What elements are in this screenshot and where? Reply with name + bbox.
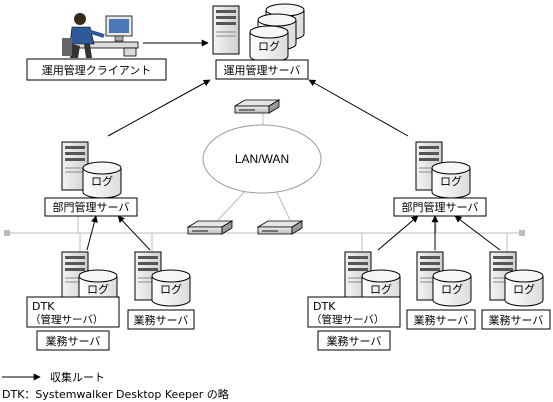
dtk-left-label-line1: DTK (32, 300, 55, 313)
lan-wan-cloud: LAN/WAN (202, 124, 322, 194)
biz-right1-label-box (406, 309, 476, 330)
user-body-icon (69, 26, 95, 45)
dtk-right-log-label: ログ (370, 282, 392, 296)
biz-left-label: 業務サーバ (134, 313, 189, 327)
dtk-right-label-line2: （管理サーバ） (311, 313, 384, 326)
client-label-box (26, 58, 167, 81)
lan-bus-end-left (4, 230, 10, 236)
dept-server-right: ログ (415, 141, 471, 199)
legend-collect-route: 収集ルート (50, 370, 105, 384)
biz-left-label-box (127, 309, 195, 330)
arrow-left-dtk-to-dept (86, 215, 98, 251)
dtk-left-log-label: ログ (87, 282, 109, 296)
dtk-left-label-box (26, 296, 120, 328)
arrow-left-dept-to-top (107, 79, 211, 137)
dtk-server-right: ログ (344, 251, 401, 307)
dept-right-log-label: ログ (440, 174, 462, 188)
dept-left-log-label: ログ (91, 174, 113, 188)
biz-right1-label: 業務サーバ (414, 313, 469, 327)
top-server-tower-icon (212, 5, 240, 55)
dtk-right-label-box (307, 296, 401, 328)
dtk-server-left: ログ (61, 251, 118, 307)
dtk-right-label-line1: DTK (313, 300, 336, 313)
arrow-right-dtk-to-dept (377, 215, 419, 251)
user-head-icon (74, 13, 86, 25)
dept-server-left: ログ (61, 141, 122, 199)
dept-right-label: 部門管理サーバ (402, 200, 479, 214)
arrow-left-biz-to-dept (117, 215, 151, 251)
client-label: 運用管理クライアント (42, 63, 152, 77)
router-right-icon (257, 220, 303, 235)
biz-right2-log-label: ログ (513, 282, 535, 296)
network-label: LAN/WAN (235, 152, 289, 166)
dtk-right-business-box (317, 330, 391, 351)
biz-right2-label: 業務サーバ (489, 313, 544, 327)
arrow-right-biz2-to-dept (454, 215, 501, 251)
collection-route-arrows (86, 39, 501, 251)
dtk-left-business-box (36, 330, 110, 351)
dept-right-label-box (393, 197, 487, 217)
legend-dtk-abbrev: DTK：Systemwalker Desktop Keeper の略 (2, 387, 229, 401)
business-server-left: ログ (134, 251, 191, 307)
biz-right2-label-box (481, 309, 551, 330)
dtk-left-business-label: 業務サーバ (46, 334, 101, 348)
top-server-label: 運用管理サーバ (224, 63, 301, 77)
operation-client-pc (62, 13, 139, 58)
business-server-right-2: ログ (489, 251, 544, 307)
dtk-left-label-line2: （管理サーバ） (30, 313, 103, 326)
top-server: ログ (212, 3, 305, 63)
top-server-label-box (215, 59, 309, 80)
business-server-right-1: ログ (416, 251, 472, 307)
dtk-right-business-label: 業務サーバ (327, 334, 382, 348)
biz-left-log-label: ログ (160, 282, 182, 296)
router-top-icon (234, 99, 280, 114)
lan-bus-end-right (519, 230, 525, 236)
biz-right1-log-label: ログ (441, 282, 463, 296)
arrow-right-dept-to-top (308, 79, 409, 137)
legend: 収集ルート DTK：Systemwalker Desktop Keeper の略 (2, 370, 229, 401)
dept-left-label-box (44, 197, 138, 217)
top-log-label: ログ (258, 39, 280, 53)
dept-left-label: 部門管理サーバ (53, 200, 130, 214)
router-left-icon (187, 220, 233, 235)
